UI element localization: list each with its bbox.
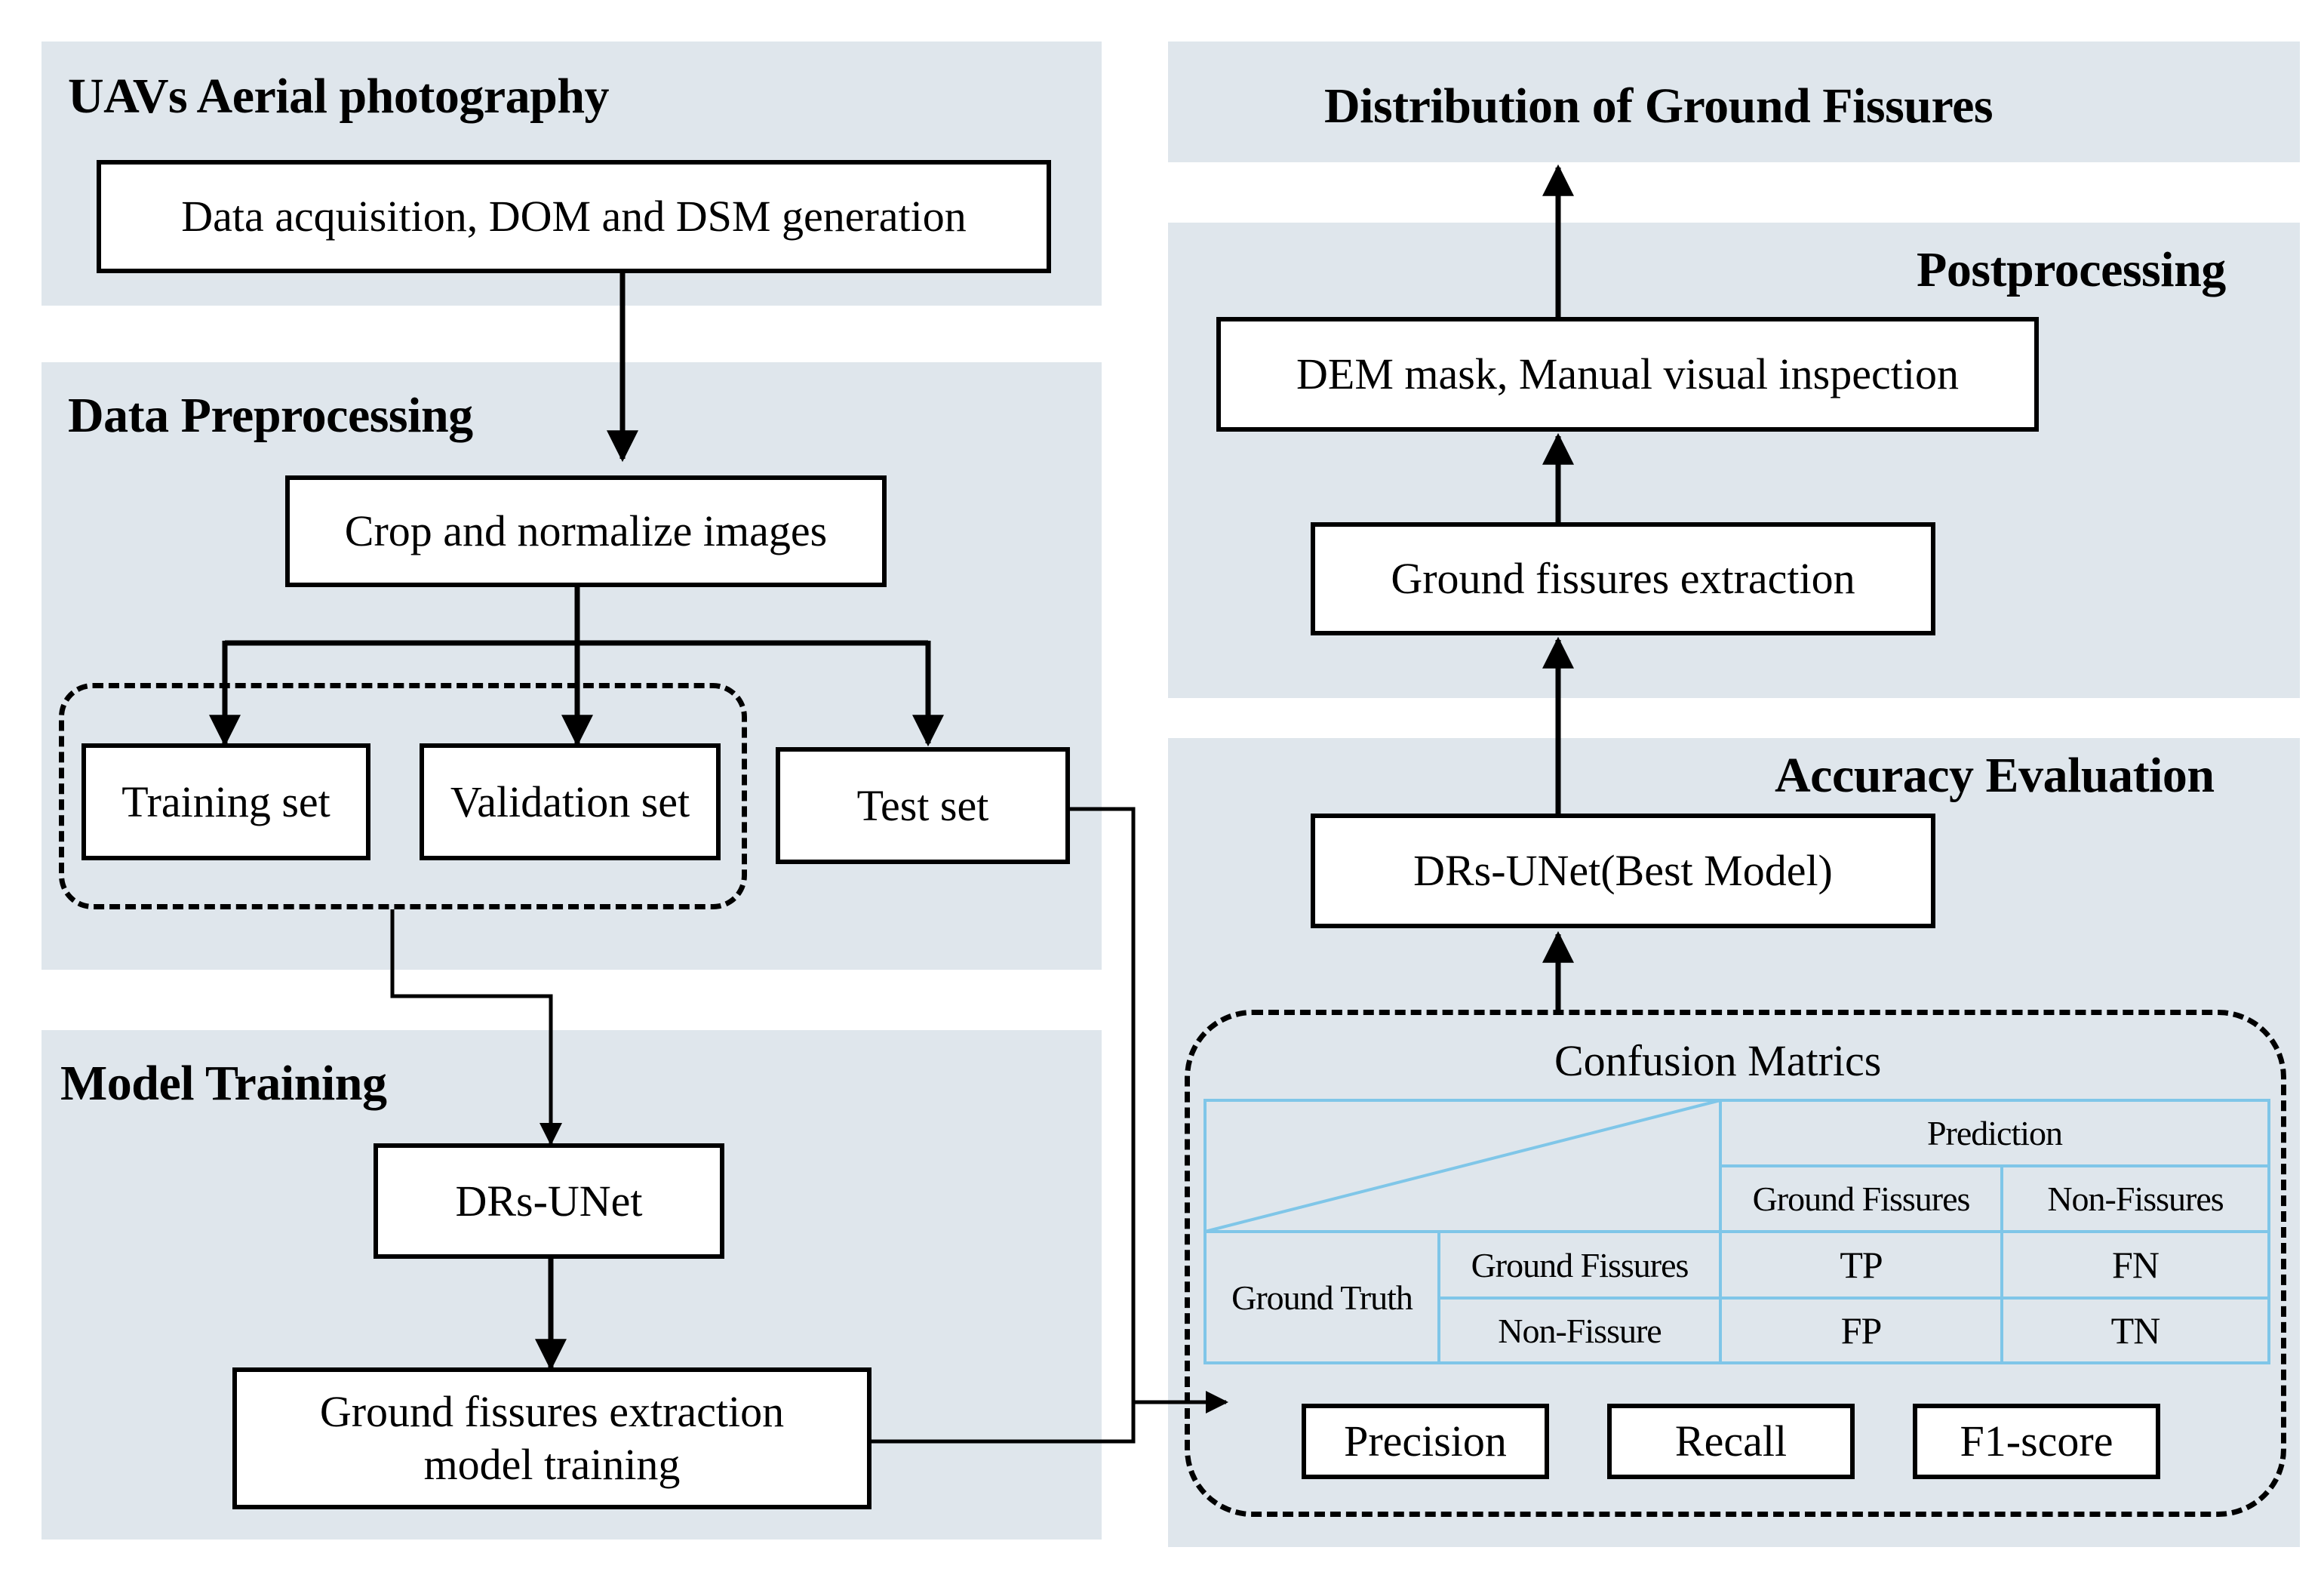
cell-fn: FN (2112, 1244, 2160, 1286)
gt-ground-fissures: Ground Fissures (1471, 1245, 1689, 1284)
f1-score-box: F1-score (1913, 1404, 2160, 1479)
pred-ground-fissures: Ground Fissures (1752, 1180, 1971, 1218)
postprocessing-panel-title: Postprocessing (1917, 242, 2226, 297)
distribution-title: Distribution of Ground Fissures (1324, 78, 1994, 134)
model-training-box: Ground fissures extraction model trainin… (232, 1367, 872, 1509)
best-model-box: DRs-UNet(Best Model) (1311, 814, 1935, 928)
cell-fp: FP (1840, 1309, 1883, 1352)
panel-data-preprocessing (42, 362, 1102, 970)
dem-mask-box: DEM mask, Manual visual inspection (1216, 317, 2039, 432)
ground-fissures-extraction-label: Ground fissures extraction (1391, 554, 1855, 604)
confusion-matrix-title: Confusion Matrics (1554, 1036, 1882, 1085)
crop-normalize-box: Crop and normalize images (285, 475, 887, 587)
preprocessing-panel-title: Data Preprocessing (68, 388, 473, 443)
drs-unet-box: DRs-UNet (374, 1143, 724, 1259)
dem-mask-label: DEM mask, Manual visual inspection (1296, 349, 1959, 399)
cell-tn: TN (2110, 1309, 2161, 1352)
train-validation-group (59, 683, 747, 909)
cell-tp: TP (1840, 1244, 1883, 1286)
precision-box: Precision (1302, 1404, 1549, 1479)
recall-label: Recall (1674, 1417, 1788, 1466)
drs-unet-label: DRs-UNet (455, 1176, 643, 1226)
ground-truth-header: Ground Truth (1231, 1278, 1413, 1317)
ground-fissures-extraction-box: Ground fissures extraction (1311, 522, 1935, 635)
evaluation-panel-title: Accuracy Evaluation (1775, 748, 2215, 803)
model-training-label-line1: Ground fissures extraction (319, 1387, 785, 1437)
test-set-box: Test set (776, 747, 1070, 864)
f1-score-label: F1-score (1960, 1417, 2113, 1466)
uav-panel-title: UAVs Aerial photography (68, 69, 610, 124)
prediction-header: Prediction (1926, 1114, 2063, 1152)
confusion-matrix-group (1185, 1010, 2286, 1517)
training-set-box: Training set (81, 743, 370, 860)
crop-normalize-label: Crop and normalize images (344, 506, 828, 556)
recall-box: Recall (1607, 1404, 1855, 1479)
gt-non-fissure: Non-Fissure (1498, 1311, 1662, 1350)
validation-set-label: Validation set (450, 777, 690, 826)
panel-distribution (1168, 42, 2300, 162)
validation-set-box: Validation set (420, 743, 721, 860)
test-set-label: Test set (856, 780, 989, 830)
training-set-label: Training set (121, 777, 330, 826)
data-acquisition-box: Data acquisition, DOM and DSM generation (97, 160, 1051, 273)
precision-label: Precision (1344, 1417, 1507, 1466)
pred-non-fissures: Non-Fissures (2047, 1180, 2224, 1218)
model-training-label-line2: model training (423, 1440, 681, 1489)
best-model-label: DRs-UNet(Best Model) (1413, 846, 1833, 896)
data-acquisition-label: Data acquisition, DOM and DSM generation (181, 192, 967, 241)
training-panel-title: Model Training (60, 1056, 387, 1111)
